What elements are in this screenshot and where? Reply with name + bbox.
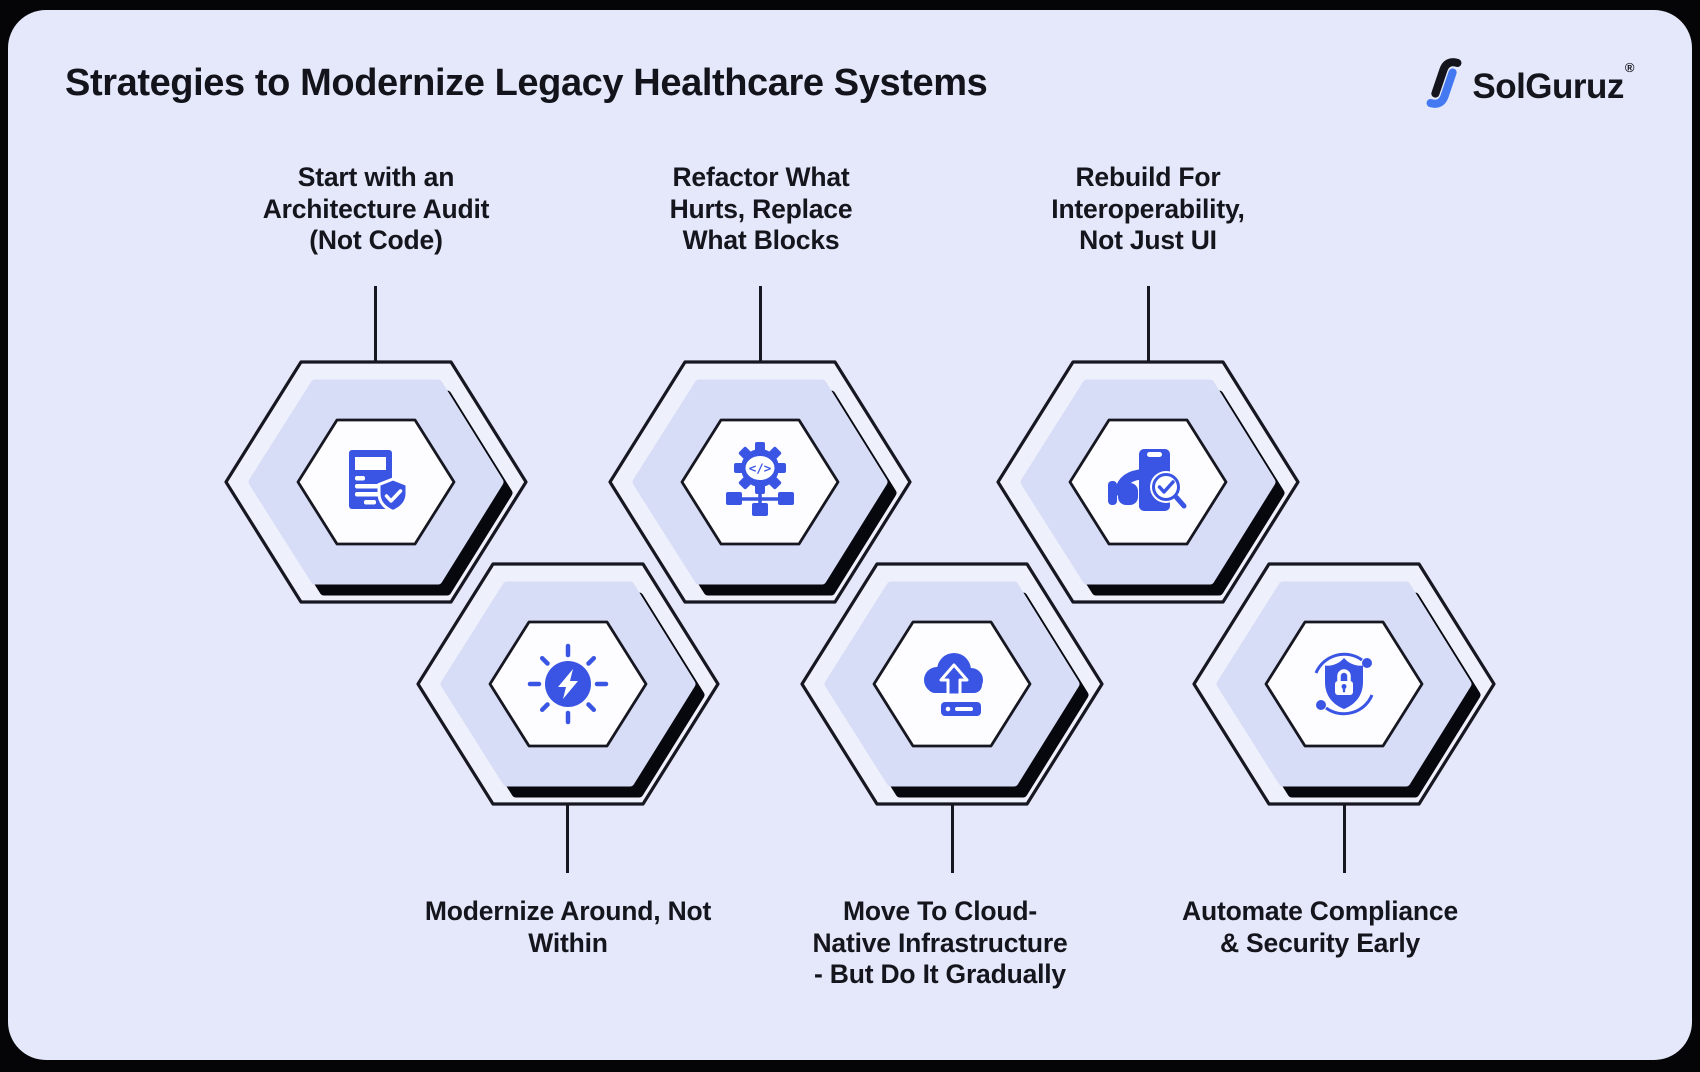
energy-burst-icon [527, 643, 609, 725]
strategy-hexagon-4 [408, 553, 728, 815]
gear-code-network-icon: </> [726, 442, 794, 516]
svg-text:</>: </> [749, 461, 772, 476]
strategy-label-4: Modernize Around, Not Within [424, 896, 712, 958]
audit-document-shield-icon [349, 450, 409, 514]
connector-line [951, 804, 954, 873]
shield-lock-orbit-icon [1314, 652, 1374, 716]
strategy-label-2: Refactor What Hurts, Replace What Blocks [669, 162, 853, 255]
brand-logo-text: SolGuruz® [1472, 60, 1634, 107]
registered-mark: ® [1624, 59, 1635, 75]
strategy-hexagon-1 [216, 351, 536, 613]
brand-logo-icon [1426, 58, 1462, 108]
strategy-hexagon-2: </> [600, 351, 920, 613]
connector-line [759, 286, 762, 362]
brand-logo: SolGuruz® [1422, 56, 1635, 110]
strategy-hexagon-3 [988, 351, 1308, 613]
strategy-hexagon-5 [792, 553, 1112, 815]
strategy-label-1: Start with an Architecture Audit (Not Co… [262, 162, 490, 255]
connector-line [1147, 286, 1150, 362]
infographic-card: Strategies to Modernize Legacy Healthcar… [8, 10, 1692, 1060]
phone-verify-hand-icon [1108, 449, 1187, 511]
strategy-hexagon-6 [1184, 553, 1504, 815]
brand-name: SolGuruz [1472, 66, 1624, 106]
strategy-label-6: Automate Compliance & Security Early [1182, 896, 1458, 958]
connector-line [566, 804, 569, 873]
strategy-label-5: Move To Cloud- Native Infrastructure - B… [812, 896, 1068, 989]
strategy-label-3: Rebuild For Interoperability, Not Just U… [1051, 162, 1245, 255]
cloud-upload-server-icon [924, 653, 983, 716]
connector-line [374, 286, 377, 362]
page-title: Strategies to Modernize Legacy Healthcar… [65, 62, 988, 104]
connector-line [1343, 804, 1346, 873]
